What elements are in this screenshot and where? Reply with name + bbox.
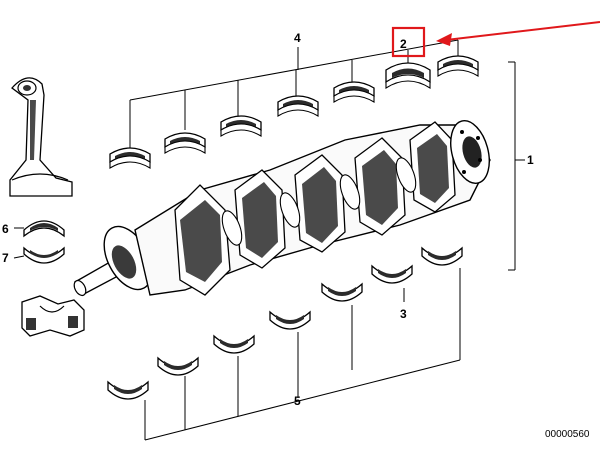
connecting-rod bbox=[9, 77, 73, 197]
rod-lower-shell bbox=[23, 246, 65, 264]
upper-bearing-shells bbox=[109, 55, 479, 169]
rod-bearing-shells bbox=[13, 220, 65, 264]
label-thrust-bearing: 2 bbox=[400, 37, 407, 51]
upper-shell-2 bbox=[164, 132, 206, 154]
upper-shell-4 bbox=[277, 95, 319, 117]
upper-shell-3 bbox=[220, 115, 262, 137]
rod-cap bbox=[21, 295, 85, 337]
lower-shell-r6 bbox=[157, 356, 199, 376]
upper-shell-1 bbox=[109, 147, 151, 169]
upper-shell-5 bbox=[333, 81, 375, 103]
crankshaft-bracket bbox=[508, 61, 525, 271]
thrust-bearing-shell bbox=[385, 62, 431, 90]
lower-shell-r3 bbox=[321, 282, 363, 302]
image-code: 00000560 bbox=[545, 429, 590, 440]
highlight-box bbox=[391, 26, 426, 58]
rod-upper-shell bbox=[23, 220, 65, 238]
lower-shell-r5 bbox=[213, 334, 255, 354]
label-lower-group: 5 bbox=[294, 394, 301, 408]
label-rod-upper-shell: 6 bbox=[2, 222, 9, 236]
lower-shells-group bbox=[107, 246, 463, 400]
lower-bracket bbox=[144, 268, 461, 441]
label-crankshaft: 1 bbox=[527, 153, 534, 167]
label-lower-shells: 3 bbox=[400, 307, 407, 321]
pointer-arrow bbox=[436, 21, 600, 46]
label-rod-lower-shell: 7 bbox=[2, 251, 9, 265]
upper-shell-7 bbox=[437, 55, 479, 77]
lower-shell-r2 bbox=[371, 264, 413, 284]
label-upper-shells: 4 bbox=[294, 31, 301, 45]
lower-shell-r7 bbox=[107, 380, 149, 400]
crankshaft bbox=[73, 120, 491, 297]
lower-shell-r4 bbox=[269, 310, 311, 330]
upper-bearing-bracket bbox=[129, 39, 459, 155]
lower-shell-r1 bbox=[421, 246, 463, 266]
